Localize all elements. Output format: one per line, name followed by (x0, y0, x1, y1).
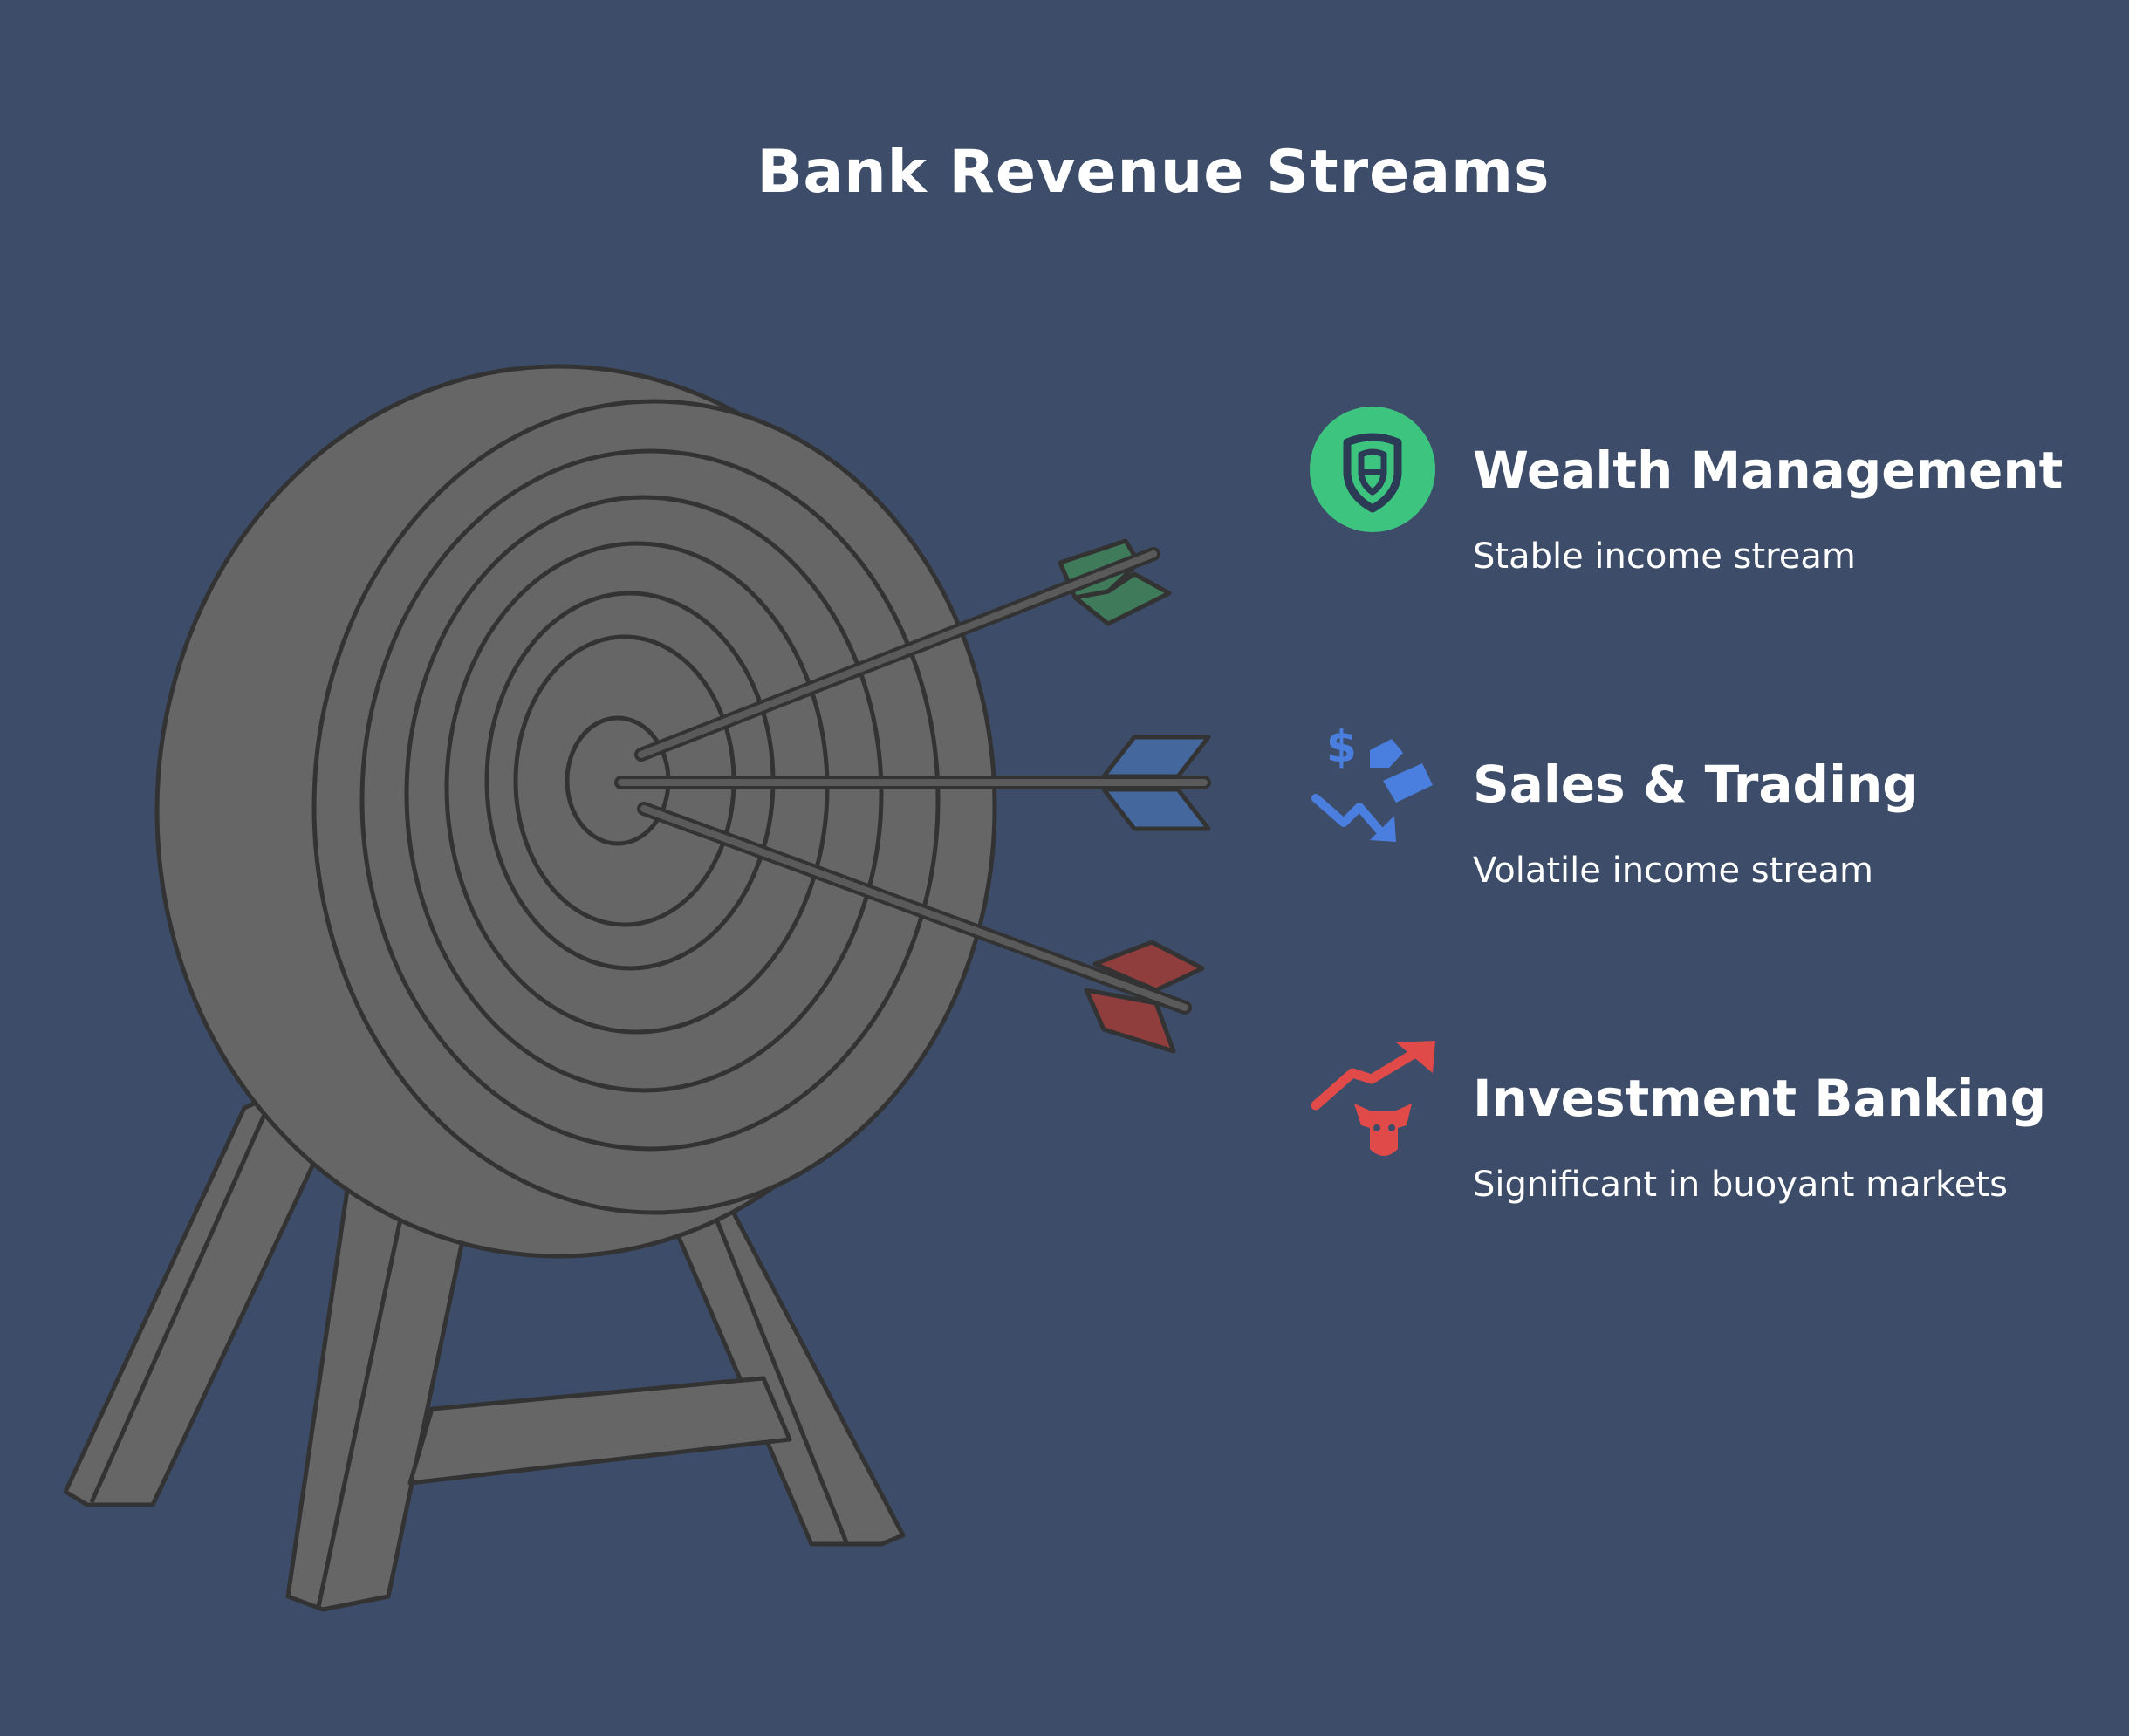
bull-trend-up-icon (1311, 1041, 1435, 1156)
item-description: Volatile income stream (1473, 851, 1873, 891)
item-label: Wealth Management (1473, 441, 2064, 500)
arrow-green (634, 538, 1172, 762)
arrow-blue (614, 735, 1211, 831)
item-label: Investment Banking (1473, 1069, 2047, 1128)
target-face (311, 399, 997, 1215)
page-title: Bank Revenue Streams (756, 138, 1551, 207)
svg-text:$: $ (1326, 721, 1357, 772)
arrow-red (637, 802, 1205, 1054)
item-description: Significant in buoyant markets (1473, 1165, 2008, 1205)
item-label: Sales & Trading (1473, 755, 1919, 814)
dollar-trend-down-icon: $ (1311, 721, 1433, 842)
item-description: Stable income stream (1473, 537, 1856, 577)
shield-icon (1310, 407, 1435, 532)
